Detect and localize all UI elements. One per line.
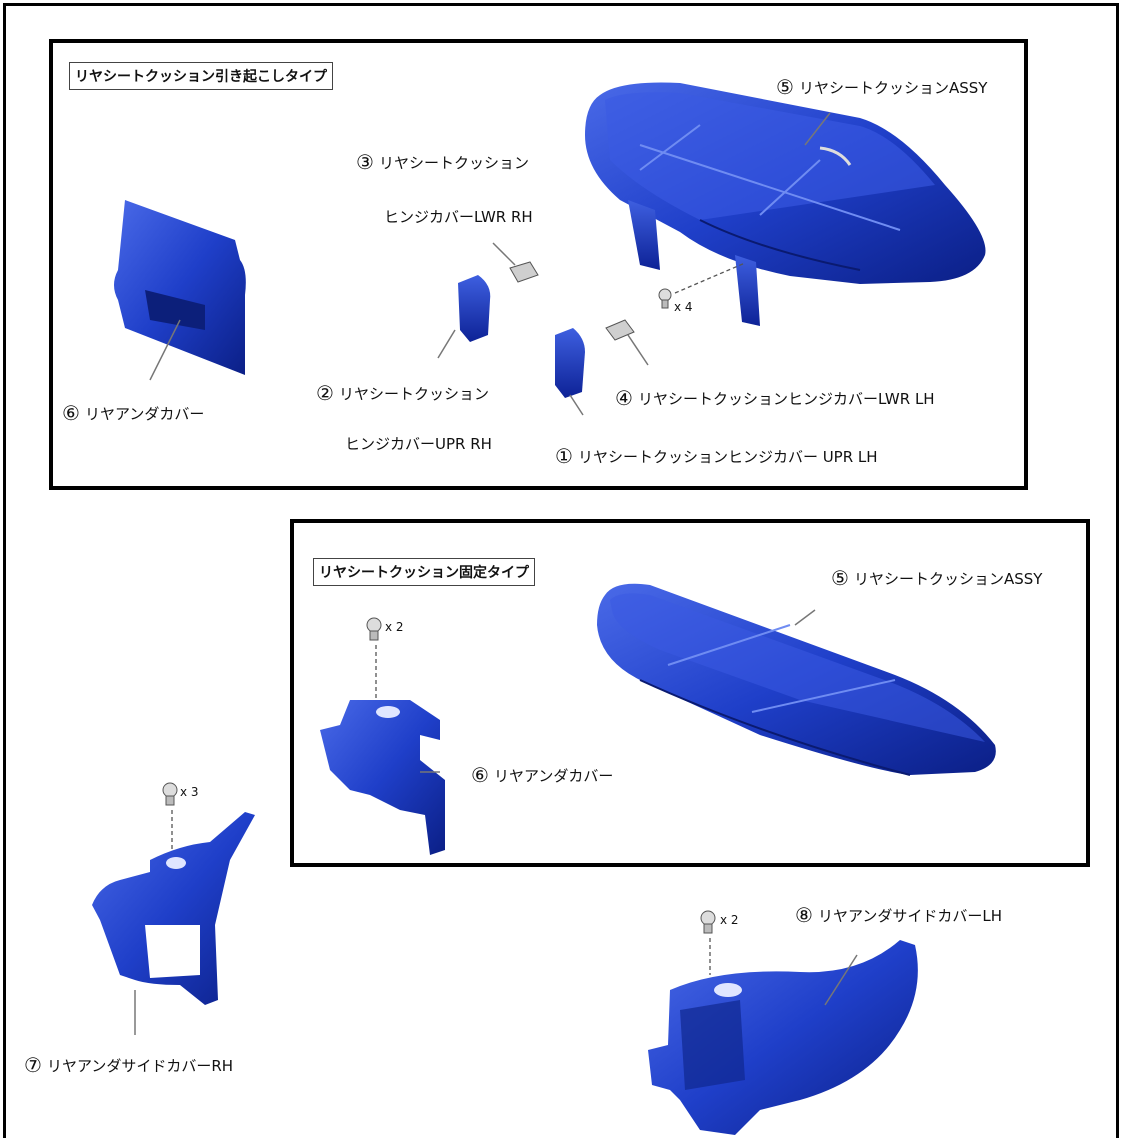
seat-cushion-assy-fixed xyxy=(597,583,996,776)
seat-cushion-assy-hinged xyxy=(585,82,986,326)
bolt-icon xyxy=(366,617,382,641)
diagram-frame xyxy=(3,3,1119,1138)
bolt-icon xyxy=(700,910,716,934)
bolt-icon xyxy=(658,288,672,309)
hinged-type-tag: リヤシートクッション引き起こしタイプ xyxy=(69,62,333,90)
label-hinge-cover-lwr-rh-line2: ヒンジカバーLWR RH xyxy=(384,208,533,226)
label-hinge-cover-upr-rh-line2: ヒンジカバーUPR RH xyxy=(345,435,492,453)
fixed-type-section xyxy=(290,519,1090,867)
bolt-count-side-rh: x 3 xyxy=(180,785,199,799)
fixed-type-tag: リヤシートクッション固定タイプ xyxy=(313,558,535,586)
bolt-count-under-cover: x 2 xyxy=(385,620,404,634)
bolt-icon xyxy=(162,782,178,806)
bolt-count-cushion: x 4 xyxy=(674,300,693,314)
hinged-type-section xyxy=(49,39,1028,490)
bolt-count-side-lh: x 2 xyxy=(720,913,739,927)
